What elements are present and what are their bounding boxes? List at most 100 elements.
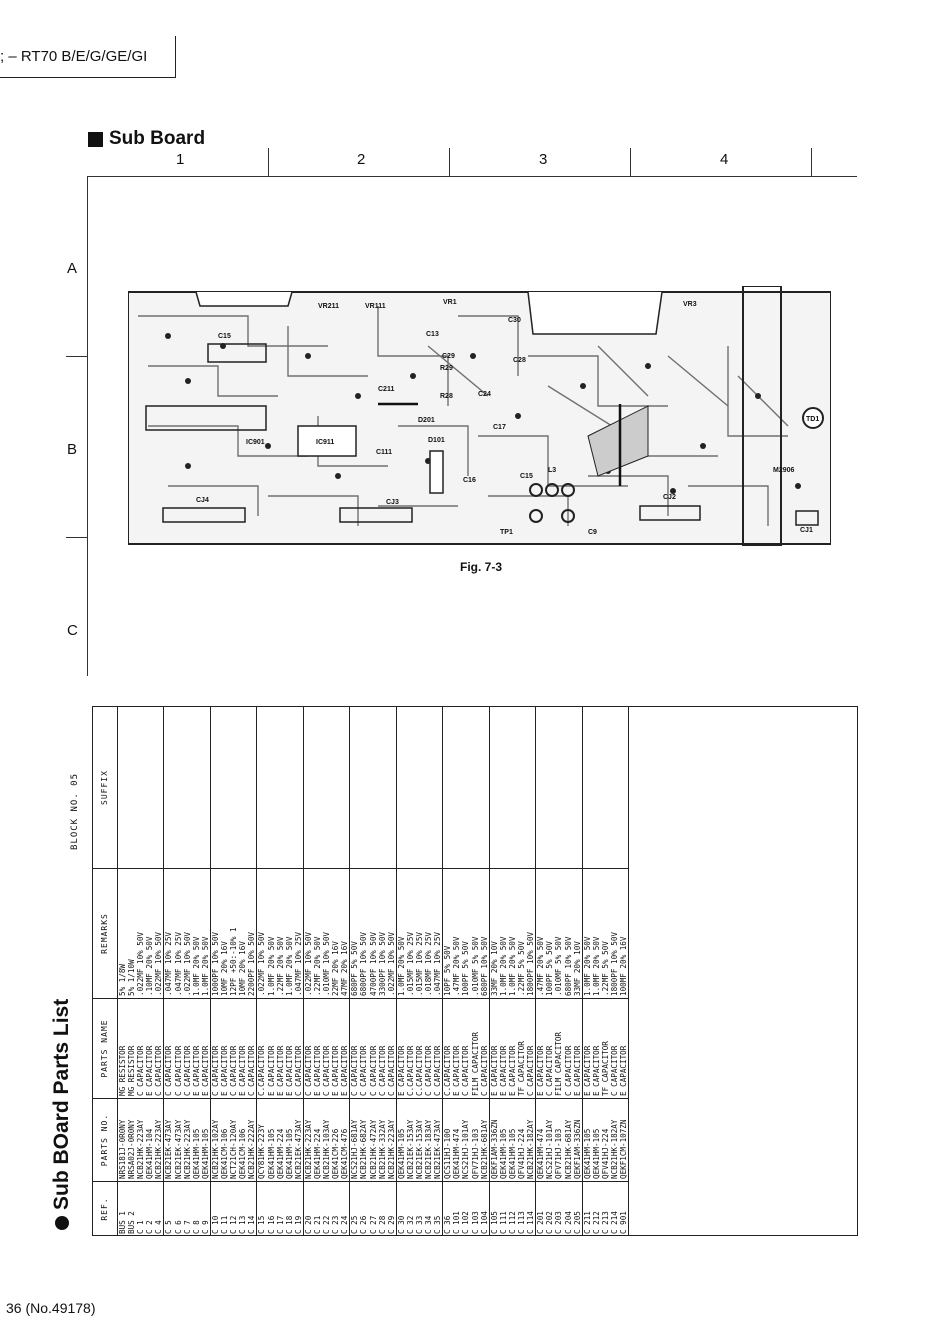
col-ref: REF.	[93, 1181, 118, 1235]
cell-remarks: 1.0MF 20% 50V	[396, 868, 406, 999]
cell-ref: C 19	[293, 1181, 304, 1235]
cell-parts-no: NCB21EK-473AY	[433, 1098, 443, 1182]
parts-table: REF. PARTS NO. PARTS NAME REMARKS SUFFIX…	[93, 707, 629, 1235]
cell-parts-no: QEK41HM-105	[191, 1098, 201, 1182]
cell-parts-name: E CAPACITOR	[591, 998, 601, 1099]
cell-ref: C 6	[173, 1181, 183, 1235]
cell-remarks: .047MF 10% 25V	[293, 868, 304, 999]
figure-caption: Fig. 7-3	[460, 560, 503, 574]
cell-parts-name: TF CAPACITOR	[600, 998, 610, 1099]
cell-ref: C 111	[498, 1181, 508, 1235]
cell-remarks: 10PF 5% 50V	[442, 868, 453, 999]
cell-parts-name: C CAPACITOR	[377, 998, 387, 1099]
cell-parts-name: C CAPACITOR	[609, 998, 620, 1099]
svg-text:D101: D101	[428, 437, 445, 444]
cell-ref: C 102	[461, 1181, 471, 1235]
cell-parts-name: C.CAPACITOR	[442, 998, 453, 1099]
cell-parts-no: NCB21HK-223AY	[154, 1098, 164, 1182]
cell-suffix	[238, 707, 248, 869]
svg-text:C9: C9	[588, 529, 597, 536]
cell-parts-no: QEK41HM-474	[452, 1098, 462, 1182]
cell-suffix	[200, 707, 211, 869]
cell-ref: C 112	[507, 1181, 518, 1235]
svg-text:VR111: VR111	[365, 303, 386, 310]
cell-remarks: 4700PF 10% 50V	[368, 868, 378, 999]
cell-parts-no: QEK41HM-105	[507, 1098, 518, 1182]
cell-parts-name: E CAPACITOR	[619, 998, 629, 1099]
cell-parts-name: E CAPACITOR	[145, 998, 155, 1099]
cell-suffix	[284, 707, 294, 869]
cell-parts-name: C CAPACITOR	[368, 998, 378, 1099]
cell-remarks: .022MF 10% 50V	[303, 868, 313, 999]
cell-ref: C 7	[182, 1181, 192, 1235]
cell-ref: C 103	[470, 1181, 480, 1235]
cell-remarks: 100PF 5% 50V	[545, 868, 555, 999]
cell-parts-no: QEK41HM-474	[535, 1098, 546, 1182]
svg-text:CJ2: CJ2	[663, 494, 676, 501]
block-number: BLOCK NO. 05	[70, 772, 80, 850]
cell-parts-name: E CAPACITOR	[489, 998, 499, 1099]
cell-parts-no: QCY81HK-223Y	[256, 1098, 267, 1182]
grid-col-2: 2	[357, 151, 366, 168]
cell-parts-no: NCS21HJ-101AY	[461, 1098, 471, 1182]
svg-text:C28: C28	[513, 357, 526, 364]
cell-parts-no: NRS181J-0R0NY	[117, 1098, 128, 1182]
cell-parts-no: NCB21HK-103AY	[322, 1098, 332, 1182]
cell-ref: C 28	[377, 1181, 387, 1235]
cell-suffix	[322, 707, 332, 869]
cell-parts-name: C.CAPACITOR	[256, 998, 267, 1099]
cell-remarks: .47MF 20% 50V	[535, 868, 546, 999]
cell-ref: C 9	[200, 1181, 211, 1235]
cell-suffix	[442, 707, 453, 869]
cell-parts-name: FILM CAPACITOR	[470, 998, 480, 1099]
cell-parts-name: TF CAPACITOR	[517, 998, 527, 1099]
cell-ref: C 114	[526, 1181, 536, 1235]
table-header-row: REF. PARTS NO. PARTS NAME REMARKS SUFFIX	[93, 707, 118, 1235]
cell-parts-name: E CAPACITOR	[396, 998, 406, 1099]
cell-parts-name: E CAPACITOR	[535, 998, 546, 1099]
cell-parts-name: C CAPACITOR	[163, 998, 174, 1099]
cell-remarks: 680PF 10% 50V	[563, 868, 573, 999]
cell-remarks: 680PF 5% 50V	[349, 868, 360, 999]
cell-suffix	[359, 707, 369, 869]
cell-parts-no: NCB21EK-153AY	[405, 1098, 415, 1182]
cell-parts-no: QEK41CM-226	[331, 1098, 341, 1182]
cell-parts-no: QFV71HJ-103	[554, 1098, 564, 1182]
parts-list-title: Sub BOard Parts List	[50, 999, 74, 1230]
cell-suffix	[220, 707, 230, 869]
svg-text:R28: R28	[440, 393, 453, 400]
cell-parts-no: NCB21EK-153AY	[415, 1098, 425, 1182]
cell-ref: C 27	[368, 1181, 378, 1235]
cell-parts-no: QFV41HJ-224	[600, 1098, 610, 1182]
cell-ref: C 23	[331, 1181, 341, 1235]
header-divider-horizontal	[0, 77, 176, 78]
cell-parts-name: E CAPACITOR	[452, 998, 462, 1099]
cell-parts-no: NCB21EK-473AY	[293, 1098, 304, 1182]
cell-suffix	[368, 707, 378, 869]
cell-suffix	[545, 707, 555, 869]
cell-suffix	[405, 707, 415, 869]
cell-remarks: .015MF 10% 25V	[405, 868, 415, 999]
cell-suffix	[191, 707, 201, 869]
cell-ref: C 18	[284, 1181, 294, 1235]
cell-ref: C 25	[349, 1181, 360, 1235]
svg-text:C111: C111	[376, 449, 392, 456]
